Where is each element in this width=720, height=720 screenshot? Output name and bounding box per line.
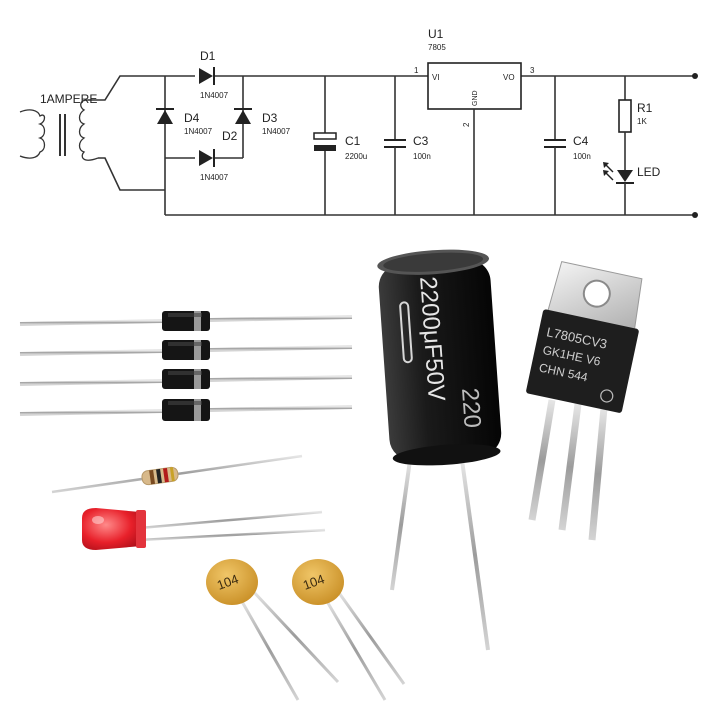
d4-ref: D4 (184, 111, 200, 125)
d1-ref: D1 (200, 49, 216, 63)
u1-vi-label: VI (432, 73, 440, 82)
schematic: 1AMPERE D1 1N4007 D2 1N4007 (19, 27, 698, 218)
u1-vo-label: VO (503, 73, 515, 82)
l7805-regulator: L7805CV3 GK1HE V6 CHN 544 (526, 261, 643, 541)
r1-led-branch: R1 1K LED (603, 76, 661, 215)
d4-symbol (157, 110, 173, 124)
u1-pin3: 3 (530, 66, 535, 75)
d3-ref: D3 (262, 111, 278, 125)
c3-ref: C3 (413, 134, 429, 148)
bridge-rectifier: D1 1N4007 D2 1N4007 D3 1N4007 D4 1N4007 (156, 49, 695, 215)
d2-symbol (199, 150, 213, 166)
capacitor-print-wrap: 220 (456, 387, 486, 429)
c3-value: 100n (413, 152, 431, 161)
led-symbol (617, 170, 633, 182)
c1-ref: C1 (345, 134, 361, 148)
diode-1 (19, 311, 353, 331)
transformer: 1AMPERE (19, 75, 165, 191)
d4-part: 1N4007 (184, 127, 213, 136)
d2-ref: D2 (222, 129, 238, 143)
output-positive-terminal (692, 73, 698, 79)
transformer-label: 1AMPERE (40, 92, 97, 106)
c1-capacitor: C1 2200u (313, 76, 367, 215)
resistor (51, 454, 303, 494)
diode-4 (19, 399, 353, 421)
r1-value: 1K (637, 117, 647, 126)
ceramic-1-code: 104 (215, 571, 241, 593)
led-ref: LED (637, 165, 661, 179)
u1-pin1: 1 (414, 66, 419, 75)
c4-value: 100n (573, 152, 591, 161)
c4-capacitor: C4 100n (544, 76, 591, 215)
u1-gnd-label: GND (472, 90, 479, 106)
d3-symbol (235, 110, 251, 124)
c1-value: 2200u (345, 152, 367, 161)
diode-3 (19, 369, 353, 389)
components-photo: 104 104 2200μF50V 220 (19, 249, 643, 701)
red-led (82, 508, 326, 550)
c3-capacitor: C3 100n (384, 76, 431, 215)
ceramic-2-code: 104 (301, 571, 327, 593)
u1-regulator: U1 7805 VI VO GND 1 2 3 (414, 27, 535, 215)
diode-2 (19, 340, 353, 360)
output-ground-terminal (692, 212, 698, 218)
ceramic-capacitor-1: 104 (206, 559, 340, 701)
d1-symbol (199, 68, 213, 84)
ceramic-capacitor-2: 104 (292, 559, 406, 701)
d3-part: 1N4007 (262, 127, 291, 136)
r1-ref: R1 (637, 101, 653, 115)
electrolytic-capacitor: 2200μF50V 220 (377, 249, 502, 651)
r1-symbol (618, 99, 632, 133)
st-logo-icon (600, 389, 614, 403)
d1-part: 1N4007 (200, 91, 229, 100)
u1-ref: U1 (428, 27, 444, 41)
c4-ref: C4 (573, 134, 589, 148)
u1-part: 7805 (428, 43, 446, 52)
d2-part: 1N4007 (200, 173, 229, 182)
u1-pin2: 2 (462, 122, 471, 127)
